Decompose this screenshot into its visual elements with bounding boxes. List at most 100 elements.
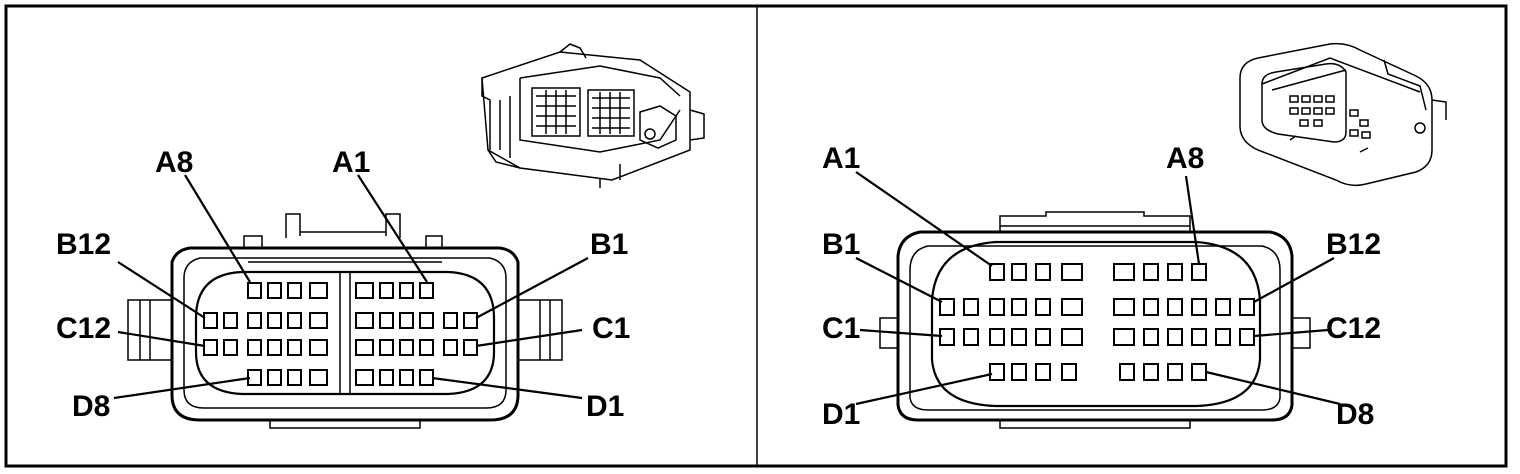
- diagram-frame: [4, 4, 1508, 468]
- leader-a8: [184, 174, 251, 283]
- left-cavity: [287, 369, 302, 386]
- right-cavity-a1: [989, 263, 1005, 281]
- label-c12: C12: [56, 312, 111, 345]
- right-cavity: [989, 328, 1005, 346]
- left-connector-face: [127, 213, 563, 429]
- label-a1: A1: [332, 146, 370, 179]
- right-cavity-d8: [1191, 363, 1207, 381]
- right-cavity: [989, 298, 1005, 316]
- left-cavity: [287, 282, 302, 299]
- left-cavity: [379, 282, 394, 299]
- right-cavity: [1113, 263, 1135, 281]
- left-cavity: [223, 339, 238, 356]
- right-cavity: [1011, 298, 1027, 316]
- left-cavity: [399, 312, 414, 329]
- right-cavity: [1143, 363, 1159, 381]
- right-cavity: [1061, 298, 1083, 316]
- right-cavity: [1191, 298, 1207, 316]
- right-cavity: [1035, 363, 1051, 381]
- right-cavity: [1191, 328, 1207, 346]
- left-cavity: [379, 369, 394, 386]
- left-connector-3d-icon: [481, 43, 705, 188]
- left-cavity-d1: [419, 369, 434, 386]
- right-cavity-c12: [1239, 328, 1255, 346]
- left-cavity: [355, 369, 374, 386]
- right-cavity-grid: [939, 263, 1255, 381]
- left-cavity: [309, 369, 328, 386]
- right-cavity: [1215, 298, 1231, 316]
- right-cavity: [1143, 263, 1159, 281]
- left-cavity: [399, 369, 414, 386]
- right-cavity: [1119, 363, 1135, 381]
- right-cavity: [1167, 328, 1183, 346]
- right-cavity: [1035, 328, 1051, 346]
- right-cavity-c1: [939, 328, 955, 346]
- left-cavity-b12: [203, 312, 218, 329]
- label-d8: D8: [1336, 398, 1374, 431]
- left-cavity: [443, 312, 458, 329]
- left-cavity: [309, 282, 328, 299]
- leader-c1: [475, 328, 583, 348]
- left-cavity-grid: [203, 282, 478, 386]
- leader-d8: [1205, 370, 1341, 406]
- right-cavity: [1035, 263, 1051, 281]
- left-cavity-d8: [247, 369, 262, 386]
- label-c12: C12: [1326, 312, 1381, 345]
- right-cavity: [1061, 328, 1083, 346]
- right-cavity: [1113, 328, 1135, 346]
- leader-c12: [117, 330, 206, 348]
- left-labels: A8 A1 B12 B1 C12 C1 D8 D1: [56, 146, 630, 423]
- left-cavity: [287, 312, 302, 329]
- label-b1: B1: [822, 228, 860, 261]
- label-b12: B12: [1326, 228, 1381, 261]
- right-cavity-d1: [989, 363, 1005, 381]
- left-cavity: [355, 282, 374, 299]
- left-cavity: [399, 339, 414, 356]
- right-leader-lines: [855, 171, 1341, 406]
- leader-a1: [357, 174, 428, 283]
- leader-c1: [859, 328, 943, 338]
- right-cavity: [1035, 298, 1051, 316]
- left-cavity-c12: [203, 339, 218, 356]
- label-a8: A8: [155, 146, 193, 179]
- leader-d8: [113, 376, 251, 400]
- left-cavity: [247, 312, 262, 329]
- leader-b1: [855, 257, 943, 303]
- label-b1: B1: [590, 228, 628, 261]
- label-d1: D1: [586, 390, 624, 423]
- label-a1: A1: [822, 142, 860, 175]
- leader-d1: [431, 376, 583, 400]
- left-cavity: [287, 339, 302, 356]
- left-cavity: [419, 339, 434, 356]
- right-cavity-b12: [1239, 298, 1255, 316]
- left-cavity-a8: [247, 282, 262, 299]
- right-cavity: [1143, 328, 1159, 346]
- left-cavity: [309, 312, 328, 329]
- right-connector-3d-icon: [1239, 42, 1447, 187]
- right-cavity: [1167, 263, 1183, 281]
- left-panel: A8 A1 B12 B1 C12 C1 D8 D1: [56, 43, 705, 429]
- left-cavity: [355, 312, 374, 329]
- left-cavity: [309, 339, 328, 356]
- left-leader-lines: [113, 174, 589, 400]
- right-cavity: [1215, 328, 1231, 346]
- left-cavity: [379, 312, 394, 329]
- leader-b12: [117, 261, 206, 319]
- left-cavity: [267, 339, 282, 356]
- label-a8: A8: [1166, 142, 1204, 175]
- left-cavity-a1: [419, 282, 434, 299]
- right-cavity: [1061, 263, 1083, 281]
- left-cavity: [267, 369, 282, 386]
- right-cavity: [963, 298, 979, 316]
- leader-a1: [855, 171, 993, 267]
- leader-a8: [1184, 175, 1201, 265]
- right-cavity: [1167, 363, 1183, 381]
- right-cavity-b1: [939, 298, 955, 316]
- left-cavity: [379, 339, 394, 356]
- left-cavity: [419, 312, 434, 329]
- label-b12: B12: [56, 228, 111, 261]
- label-c1: C1: [822, 312, 860, 345]
- right-cavity: [1167, 298, 1183, 316]
